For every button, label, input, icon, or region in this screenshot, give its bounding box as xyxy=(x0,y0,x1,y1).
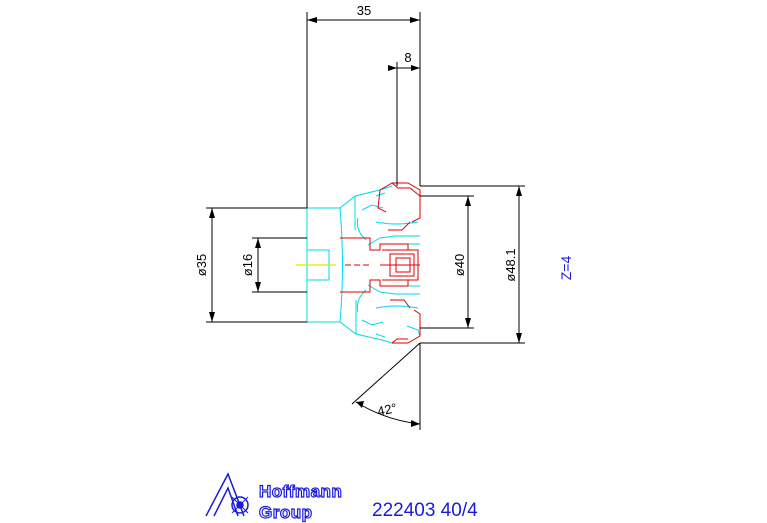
logo-emblem-icon xyxy=(205,472,249,517)
dimension-lines xyxy=(206,12,525,430)
dim-dia-bore: ø16 xyxy=(240,254,255,276)
dim-dia-outer: ø48.1 xyxy=(503,248,518,281)
dimension-arrows xyxy=(209,17,522,427)
dim-angle: 42° xyxy=(376,400,398,419)
dim-width-total: 35 xyxy=(357,3,371,18)
logo-line2: Group xyxy=(259,503,313,522)
logo-line1: Hoffmann xyxy=(259,482,342,501)
dim-dia-inner: ø40 xyxy=(452,254,467,276)
hoffmann-logo: Hoffmann Group xyxy=(205,472,342,523)
dim-width-tip: 8 xyxy=(404,50,411,65)
part-number: 222403 40/4 xyxy=(372,500,478,521)
dim-dia-shank: ø35 xyxy=(194,254,209,276)
teeth-count: Z=4 xyxy=(558,256,574,281)
insert-outline xyxy=(340,182,421,344)
